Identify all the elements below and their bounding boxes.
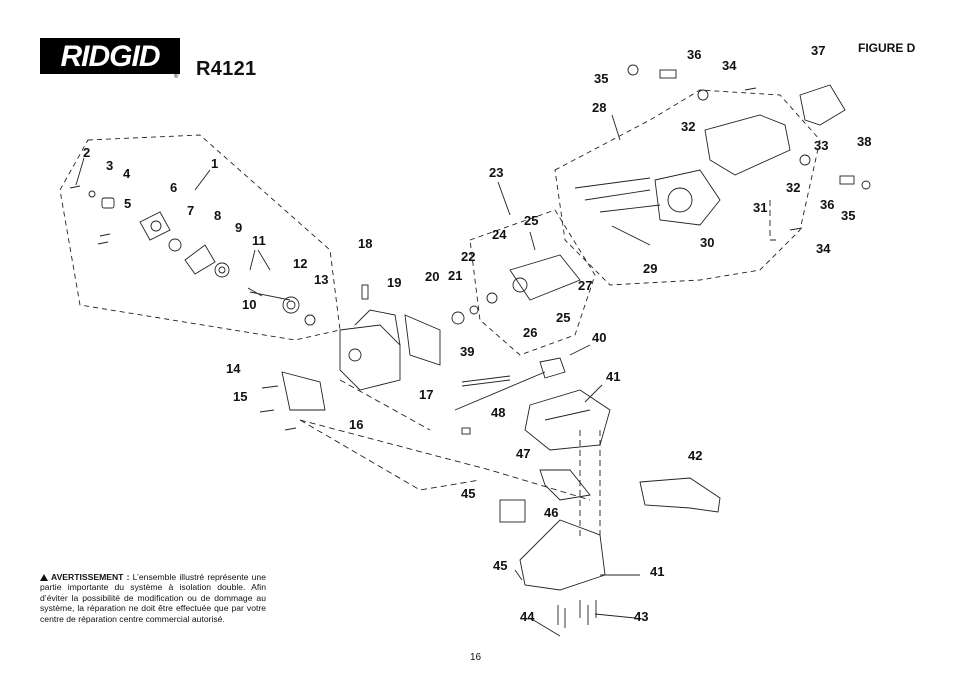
callout-10: 10	[242, 297, 257, 312]
group-outline-1	[59, 134, 341, 341]
callout-2: 2	[83, 145, 91, 160]
callout-16: 16	[349, 417, 364, 432]
callout-39: 39	[460, 344, 475, 359]
page-number: 16	[470, 652, 482, 663]
callout-45b: 45	[493, 558, 508, 573]
callout-32b: 32	[786, 180, 801, 195]
callout-30: 30	[700, 235, 715, 250]
callout-14: 14	[226, 361, 241, 376]
callout-43: 43	[634, 609, 649, 624]
callout-11: 11	[252, 233, 266, 248]
callout-25b: 25	[556, 310, 571, 325]
callout-7: 7	[187, 203, 195, 218]
callout-33: 33	[814, 138, 829, 153]
callout-45a: 45	[461, 486, 476, 501]
callout-18: 18	[358, 236, 373, 251]
callout-1: 1	[211, 156, 219, 171]
figure-label: FIGURE D	[858, 41, 916, 55]
warning-note: AVERTISSEMENT : L’ensemble illustré repr…	[40, 572, 266, 624]
callout-31: 31	[753, 200, 768, 215]
callout-38: 38	[857, 134, 872, 149]
callout-3: 3	[106, 158, 114, 173]
callout-47: 47	[516, 446, 531, 461]
group-outline-28	[554, 89, 821, 286]
callout-27: 27	[578, 278, 593, 293]
callout-8: 8	[214, 208, 222, 223]
callout-5: 5	[124, 196, 132, 211]
callout-40: 40	[592, 330, 607, 345]
warning-body: L’ensemble illustré représente une parti…	[40, 572, 266, 624]
callout-42: 42	[688, 448, 703, 463]
callout-24: 24	[492, 227, 507, 242]
callout-44: 44	[520, 609, 535, 624]
callout-41b: 41	[650, 564, 665, 579]
callout-46: 46	[544, 505, 559, 520]
callout-41a: 41	[606, 369, 621, 384]
callout-19: 19	[387, 275, 402, 290]
ridgid-logo: RIDGID ®	[40, 38, 180, 80]
callout-28: 28	[592, 100, 607, 115]
callout-37: 37	[811, 43, 826, 58]
callout-34a: 34	[722, 58, 737, 73]
callout-21: 21	[448, 268, 463, 283]
callout-6: 6	[170, 180, 178, 195]
callout-20: 20	[425, 269, 440, 284]
group-outline-23	[469, 209, 596, 356]
callout-26: 26	[523, 325, 538, 340]
callout-32a: 32	[681, 119, 696, 134]
callout-4: 4	[123, 166, 131, 181]
model-number: R4121	[196, 58, 257, 80]
callout-12: 12	[293, 256, 308, 271]
callout-34b: 34	[816, 241, 831, 256]
callout-22: 22	[461, 249, 476, 264]
callout-36b: 36	[820, 197, 835, 212]
callout-9: 9	[235, 220, 243, 235]
callout-35a: 35	[594, 71, 609, 86]
callout-25a: 25	[524, 213, 539, 228]
callout-23: 23	[489, 165, 504, 180]
callout-48: 48	[491, 405, 506, 420]
warning-lead: AVERTISSEMENT :	[51, 572, 130, 582]
callout-13: 13	[314, 272, 329, 287]
callout-35b: 35	[841, 208, 856, 223]
logo-text: RIDGID	[61, 40, 160, 73]
callout-29: 29	[643, 261, 658, 276]
callout-36a: 36	[687, 47, 702, 62]
svg-text:®: ®	[174, 73, 179, 80]
callout-15: 15	[233, 389, 248, 404]
warning-icon	[40, 574, 48, 581]
callout-17: 17	[419, 387, 434, 402]
